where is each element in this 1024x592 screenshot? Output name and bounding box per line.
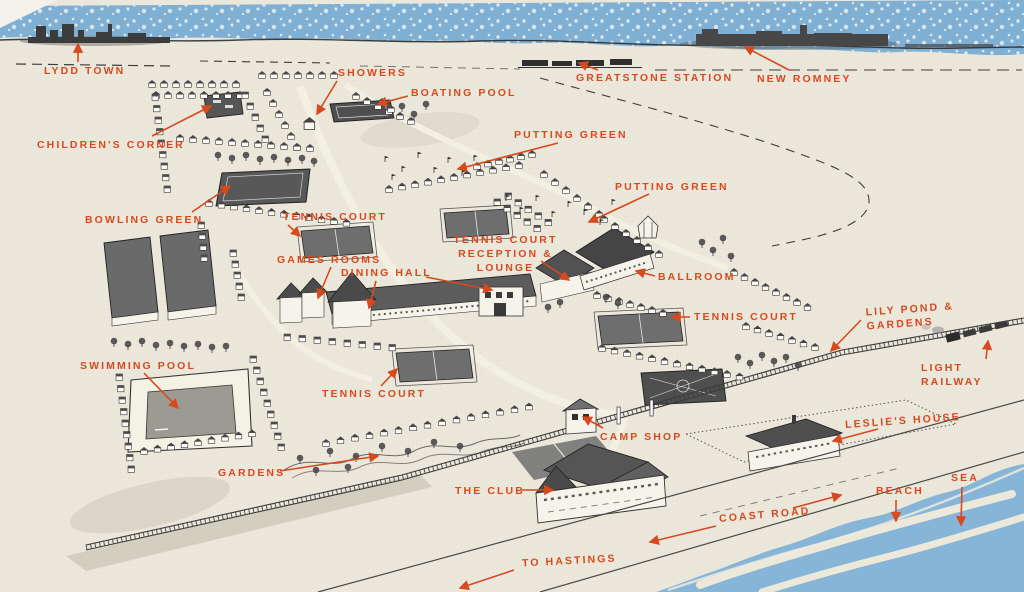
new-romney-silhouette bbox=[680, 25, 993, 50]
reception-lounge-arrow bbox=[540, 260, 571, 281]
label-tennis-court-northwest: TENNIS COURT bbox=[283, 211, 387, 223]
sea-shape bbox=[656, 464, 1024, 592]
dining-hall-arrow-1 bbox=[366, 280, 377, 310]
label-tennis-court-south: TENNIS COURT bbox=[322, 388, 426, 400]
light-railway-track bbox=[85, 317, 1024, 551]
leslies-house-arrow bbox=[831, 428, 879, 444]
label-ballroom: BALLROOM bbox=[658, 271, 736, 283]
coast-road-arrow-sw bbox=[648, 525, 717, 545]
label-bowling-green: BOWLING GREEN bbox=[85, 214, 204, 226]
ballroom-arrow bbox=[634, 268, 656, 279]
label-greatstone-station: GREATSTONE STATION bbox=[576, 72, 734, 84]
coast-road-lines bbox=[317, 399, 1024, 592]
label-reception-lounge: TENNIS COURT RECEPTION & LOUNGE bbox=[453, 234, 558, 275]
greatstone-station-arrow bbox=[577, 61, 599, 71]
railway-train bbox=[921, 320, 1009, 343]
swimming-pool-shape bbox=[127, 368, 253, 453]
sea-arrow bbox=[956, 486, 967, 527]
label-putting-green-north: PUTTING GREEN bbox=[514, 129, 628, 141]
putting-green-north-arrow bbox=[456, 142, 559, 172]
dining-hall-arrow-2 bbox=[425, 276, 494, 294]
tennis-courts bbox=[296, 204, 688, 387]
distant-dashed-roads bbox=[15, 60, 1022, 247]
the-club-building bbox=[512, 436, 669, 524]
pavilion-tent bbox=[637, 215, 659, 239]
lily-pond-gardens-arrow bbox=[829, 319, 862, 353]
camp-shop-building bbox=[561, 398, 600, 435]
label-camp-shop: CAMP SHOP bbox=[600, 431, 683, 443]
bowling-green-arrow bbox=[191, 185, 232, 213]
label-swimming-pool: SWIMMING POOL bbox=[80, 360, 196, 372]
coast-road-arrow-ne bbox=[792, 492, 843, 509]
leslies-house-building bbox=[685, 399, 958, 472]
boating-pool-arrow bbox=[376, 95, 409, 107]
showers-building bbox=[303, 117, 316, 130]
camp-shop-arrow bbox=[581, 416, 604, 429]
label-childrens-corner: CHILDREN'S CORNER bbox=[37, 139, 185, 151]
label-arrows bbox=[72, 42, 993, 591]
light-railway-arrow bbox=[981, 339, 993, 360]
gardens-arrow bbox=[279, 452, 380, 472]
label-the-club: THE CLUB bbox=[455, 485, 525, 497]
level-crossing-gates bbox=[616, 399, 654, 425]
to-hastings-arrow bbox=[458, 569, 515, 591]
games-rooms-arrow bbox=[316, 266, 332, 300]
tennis-court-south-arrow bbox=[380, 367, 399, 387]
label-beach: BEACH bbox=[876, 485, 924, 497]
label-boating-pool: BOATING POOL bbox=[411, 87, 517, 99]
label-light-railway: LIGHT RAILWAY bbox=[921, 362, 983, 389]
label-putting-green-east: PUTTING GREEN bbox=[615, 181, 729, 193]
putting-green-east-arrow bbox=[587, 193, 650, 223]
lily-pond-shape bbox=[640, 368, 727, 406]
label-tennis-court-east: TENNIS COURT bbox=[694, 311, 798, 323]
west-hall-buildings bbox=[103, 229, 217, 327]
label-showers: SHOWERS bbox=[338, 67, 407, 79]
label-gardens: GARDENS bbox=[218, 467, 286, 479]
page-corner bbox=[0, 0, 58, 28]
swimming-pool-arrow bbox=[143, 372, 180, 410]
label-dining-hall: DINING HALL bbox=[341, 267, 432, 279]
label-games-rooms: GAMES ROOMS bbox=[277, 254, 382, 266]
label-sea: SEA bbox=[951, 472, 979, 484]
tennis-court-northwest-arrow bbox=[287, 224, 302, 238]
label-lydd-town: LYDD TOWN bbox=[44, 65, 126, 77]
label-new-romney: NEW ROMNEY bbox=[757, 73, 852, 85]
childrens-corner-arrow bbox=[151, 105, 213, 137]
bowling-green-shape bbox=[215, 168, 311, 207]
lydd-town-silhouette bbox=[20, 24, 170, 46]
new-romney-arrow bbox=[743, 46, 790, 71]
showers-arrow bbox=[316, 80, 338, 116]
